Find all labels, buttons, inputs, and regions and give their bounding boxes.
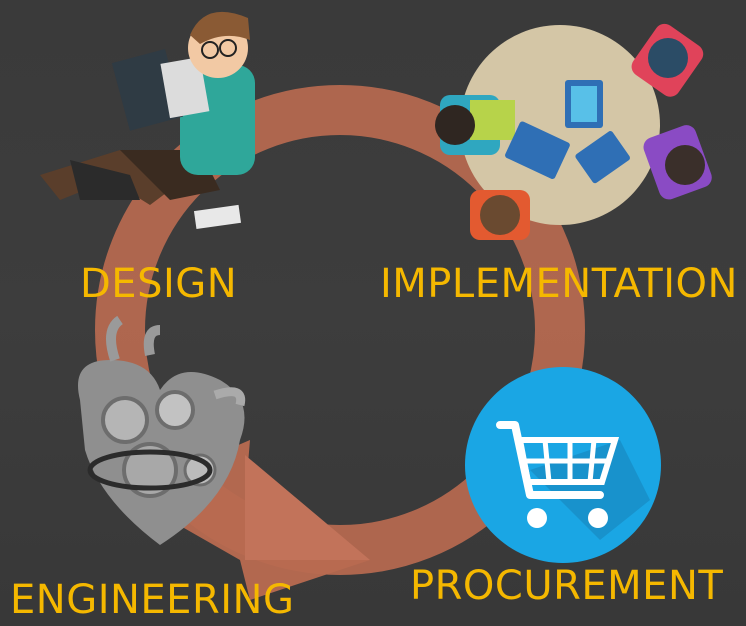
- engineering-label: ENGINEERING: [10, 577, 295, 623]
- implementation-label: IMPLEMENTATION: [380, 261, 738, 307]
- design-label: DESIGN: [80, 261, 238, 307]
- procurement-label: PROCUREMENT: [410, 563, 724, 609]
- person-reading-icon: [40, 11, 255, 229]
- shopping-cart-icon: [465, 367, 661, 563]
- mechanical-heart-icon: [78, 315, 246, 545]
- team-table-icon: [435, 23, 712, 240]
